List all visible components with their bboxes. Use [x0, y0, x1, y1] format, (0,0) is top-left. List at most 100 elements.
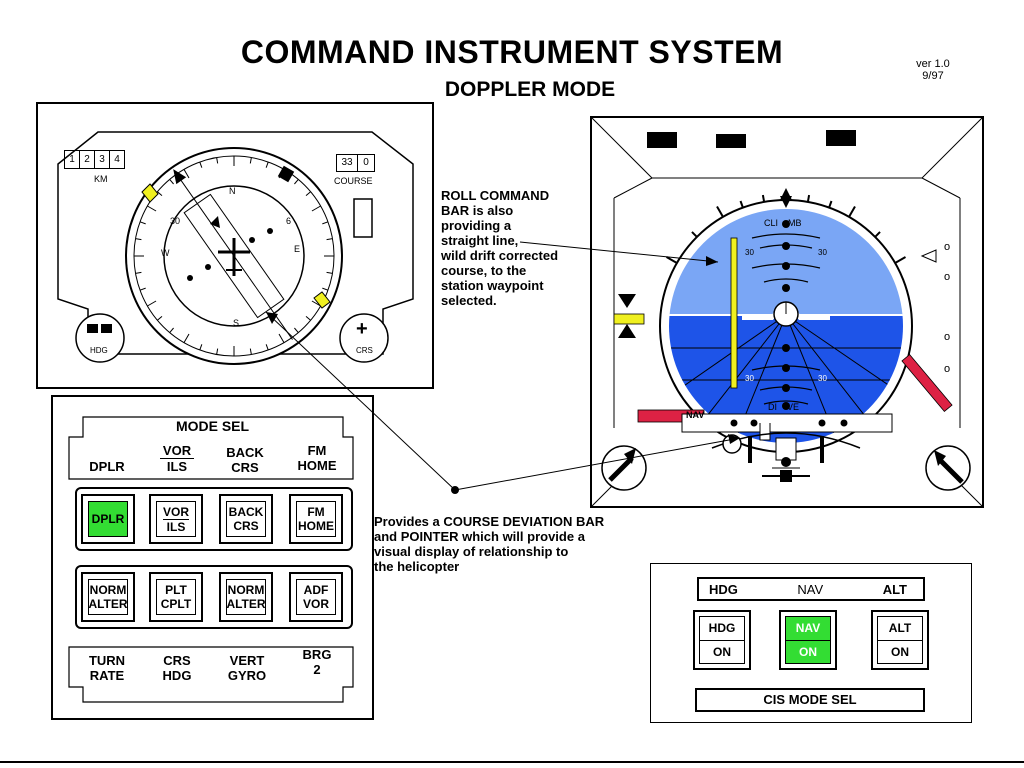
- dplr-button[interactable]: DPLR: [81, 494, 135, 544]
- label-line: DPLR: [89, 459, 125, 474]
- version-date: 9/97: [922, 70, 944, 82]
- cis-top-label-alt: ALT: [882, 581, 907, 597]
- annotation-line: providing a: [441, 218, 512, 233]
- label-line: BRG: [302, 647, 332, 662]
- annotation-line: visual display of relationship to: [374, 544, 569, 559]
- heading-label-e: E: [294, 244, 301, 254]
- svg-text:o: o: [944, 331, 950, 343]
- roll-scale-tick: [828, 200, 833, 208]
- bottom-label-turn-rate: TURN RATE: [77, 653, 137, 683]
- to-from-indicator-icon: [210, 216, 220, 228]
- cis-hdg-on-button[interactable]: HDG ON: [693, 610, 751, 670]
- mode-sel-panel: MODE SEL DPLR VOR ILS BACK CRS FM HOME D…: [51, 395, 374, 720]
- roll-scale-tick: [874, 231, 881, 238]
- button-label: FM: [307, 505, 325, 519]
- label-line: VOR: [160, 443, 194, 459]
- hsi-instrument: 1 2 3 4 KM 33 0 COURSE N E S W 30 6 HDG …: [36, 102, 434, 389]
- compass-tick: [326, 271, 333, 274]
- compass-tick: [199, 344, 203, 351]
- adi-aircraft-symbol-icon: [742, 301, 830, 327]
- cis-button-bottom: ON: [891, 644, 909, 659]
- compass-tick: [305, 191, 311, 196]
- leader-junction-dot: [451, 486, 459, 494]
- warning-flag-right: [826, 130, 856, 146]
- back-crs-button[interactable]: BACK CRS: [219, 494, 273, 544]
- mode-button-row-1: [75, 487, 353, 551]
- adi-dive-label: DI VE: [768, 402, 799, 412]
- fm-home-button[interactable]: FM HOME: [289, 494, 343, 544]
- pitch-label-right-down: 30: [818, 374, 827, 383]
- roll-scale-tick: [665, 256, 678, 264]
- roll-scale-tick: [894, 256, 907, 264]
- nav-flag-label: NAV: [686, 410, 705, 420]
- label-line: GYRO: [227, 668, 267, 683]
- km-label: KM: [94, 174, 108, 184]
- heading-label-n: N: [229, 186, 236, 196]
- button-label: ALTER: [226, 597, 266, 611]
- plt-cplt-button[interactable]: PLT CPLT: [149, 572, 203, 622]
- cis-button-face: HDG ON: [699, 616, 745, 664]
- bearing-pointer-yellow-left-icon: [141, 183, 159, 203]
- adi-instrument: o o o o CLI MB DI VE 30 30: [590, 116, 984, 508]
- bearing-pointer-yellow-right-icon: [313, 291, 331, 309]
- to-from-window: [353, 198, 373, 238]
- roll-scale-tick: [691, 231, 698, 238]
- roll-command-bar: [730, 237, 738, 389]
- roll-scale-tick: [848, 205, 856, 218]
- top-label-back-crs: BACK CRS: [215, 445, 275, 475]
- crs-knob-symbol: +: [356, 318, 368, 340]
- compass-tick: [311, 205, 321, 212]
- km-counter: 1 2 3 4: [64, 150, 125, 169]
- warning-flag-mid: [716, 134, 746, 148]
- heading-label-30: 30: [170, 216, 181, 226]
- cis-button-top: ALT: [878, 617, 922, 641]
- pitch-label-right-up: 30: [818, 248, 827, 257]
- compass-tick: [169, 179, 174, 185]
- adf-vor-button-face: ADF VOR: [296, 579, 336, 615]
- compass-tick: [147, 205, 157, 212]
- warning-flag-red-right: [901, 353, 953, 413]
- km-digit: 4: [114, 154, 120, 165]
- annotation-line: station waypoint: [441, 278, 544, 293]
- compass-tick: [216, 348, 219, 355]
- button-label: ALTER: [88, 597, 128, 611]
- vor-ils-button[interactable]: VOR ILS: [149, 494, 203, 544]
- button-label: VOR: [302, 597, 329, 611]
- page-title: COMMAND INSTRUMENT SYSTEM: [240, 34, 784, 70]
- heading-label-w: W: [161, 248, 170, 258]
- mode-sel-title: MODE SEL: [175, 418, 250, 434]
- norm-alter-button-2[interactable]: NORM ALTER: [219, 572, 273, 622]
- climb-label-b: MB: [788, 218, 802, 228]
- course-digit: 33: [337, 155, 358, 171]
- label-line: CRS: [163, 653, 191, 668]
- compass-tick: [139, 287, 146, 291]
- svg-text:o: o: [944, 271, 950, 283]
- cis-alt-on-button[interactable]: ALT ON: [871, 610, 929, 670]
- norm-alter-button-1[interactable]: NORM ALTER: [81, 572, 135, 622]
- adf-vor-button[interactable]: ADF VOR: [289, 572, 343, 622]
- top-label-fm-home: FM HOME: [287, 443, 347, 473]
- compass-tick: [157, 316, 163, 321]
- annotation-line: course, to the: [441, 263, 527, 278]
- cis-top-label-nav: NAV: [797, 581, 824, 597]
- cis-button-bottom: ON: [799, 644, 817, 659]
- course-label: COURSE: [334, 176, 373, 186]
- dive-label-a: DI: [768, 402, 777, 412]
- compass-tick: [157, 191, 163, 196]
- button-label: PLT: [165, 583, 187, 597]
- roll-command-annotation: ROLL COMMAND BAR is also providing a str…: [441, 188, 558, 308]
- button-label: HOME: [298, 519, 334, 533]
- button-label: NORM: [89, 583, 127, 597]
- norm-alter-button-face: NORM ALTER: [88, 579, 128, 615]
- dive-label-b: VE: [787, 402, 800, 412]
- roll-scale-tick: [761, 194, 766, 203]
- cis-nav-on-button[interactable]: NAV ON: [779, 610, 837, 670]
- top-label-dplr: DPLR: [77, 459, 137, 474]
- back-crs-button-face: BACK CRS: [226, 501, 266, 537]
- page-subtitle: DOPPLER MODE: [444, 78, 616, 101]
- km-digit: 1: [65, 151, 80, 168]
- heading-bug-icon: [277, 165, 295, 183]
- norm-alter-button-face: NORM ALTER: [226, 579, 266, 615]
- compass-tick: [249, 348, 252, 355]
- compass-tick: [135, 238, 142, 241]
